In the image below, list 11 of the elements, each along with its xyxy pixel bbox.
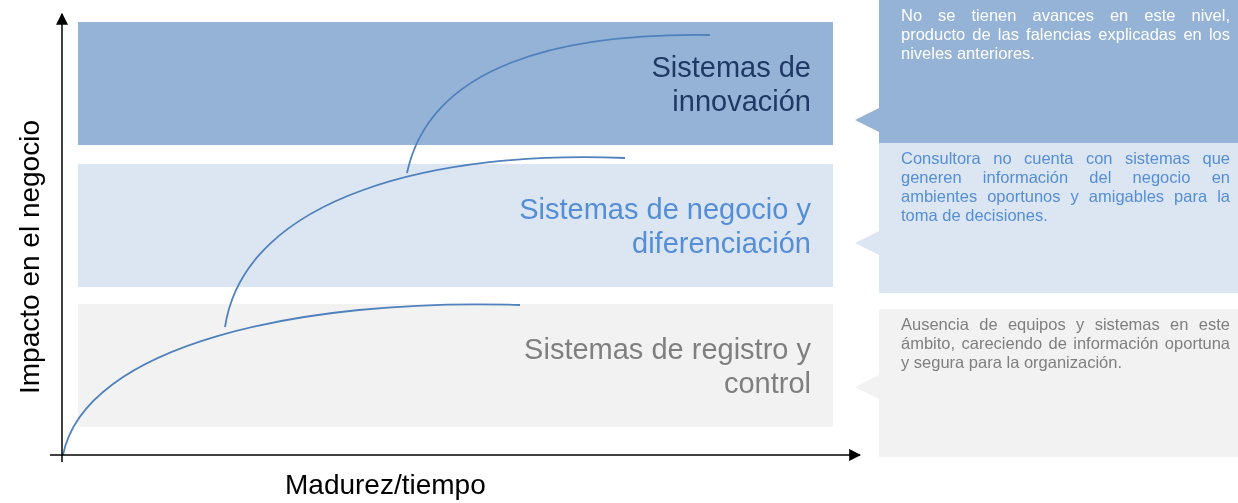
callout-text: No se tienen avances en este nivel, producto de las falencias explicadas en los niveles anteriores. (901, 6, 1230, 63)
level-band (78, 304, 833, 427)
callout-text: Ausencia de equipos y sistemas en este ámbito, careciendo de información oportuna y segura para la organización. (901, 315, 1230, 372)
level-title: Sistemas de registro y control (523, 331, 811, 400)
axis-title: Madurez/tiempo (285, 469, 486, 501)
callout-text: Consultora no cuenta con sistemas que generen información del negocio en ambientes oportunos y amigables para la toma de decisiones. (901, 149, 1230, 225)
level-band (78, 164, 833, 287)
level-title: Sistemas de innovación (650, 49, 811, 118)
level-band (78, 22, 833, 145)
level-title: Sistemas de negocio y diferenciación (518, 191, 811, 260)
axis-title: Impacto en el negocio (14, 119, 46, 396)
